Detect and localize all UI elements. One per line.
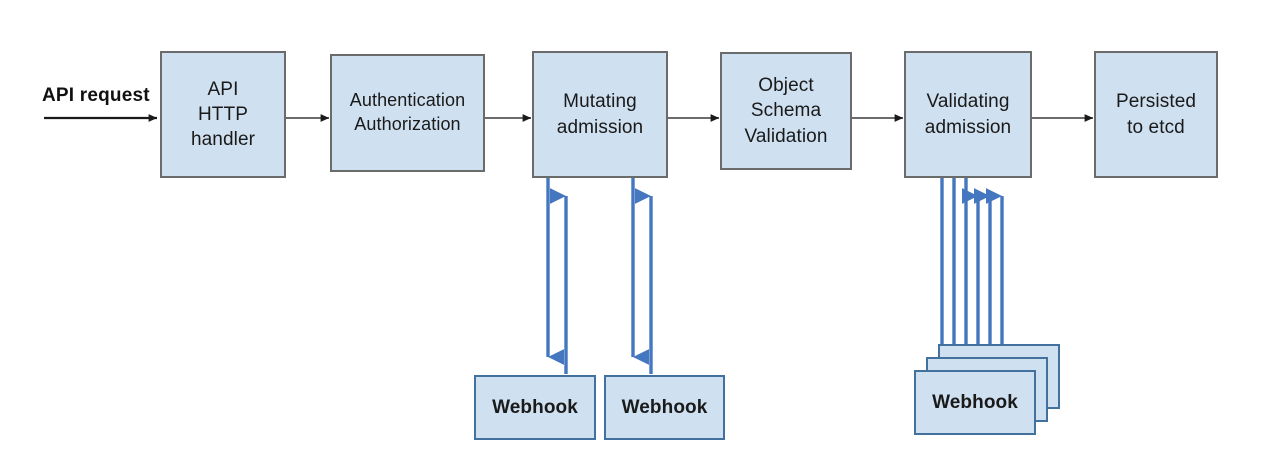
webhook-label: Webhook <box>932 391 1018 413</box>
webhook-label: Webhook <box>621 396 708 418</box>
stage-label: Object Schema Validation <box>744 75 828 147</box>
stage-validating-admission[interactable]: Validating admission <box>904 51 1032 178</box>
api-request-label: API request <box>42 85 150 106</box>
stage-label: Validating admission <box>924 91 1012 138</box>
webhook-validating-front[interactable]: Webhook <box>914 370 1036 435</box>
stage-mutating-admission[interactable]: Mutating admission <box>532 51 668 178</box>
arrows-mutating-webhook-2 <box>631 178 653 374</box>
stage-label: Persisted to etcd <box>1115 91 1197 138</box>
stage-label: Mutating admission <box>556 91 644 138</box>
arrows-mutating-webhook-1 <box>546 178 568 374</box>
webhook-mutating-2[interactable]: Webhook <box>604 375 725 440</box>
webhook-label: Webhook <box>492 396 578 418</box>
stage-authentication-authorization[interactable]: Authentication Authorization <box>330 54 485 172</box>
stage-object-schema-validation[interactable]: Object Schema Validation <box>720 52 852 170</box>
stage-api-http-handler[interactable]: API HTTP handler <box>160 51 286 178</box>
webhook-mutating-1[interactable]: Webhook <box>474 375 596 440</box>
stage-label: Authentication Authorization <box>349 90 466 134</box>
stage-persisted-to-etcd[interactable]: Persisted to etcd <box>1094 51 1218 178</box>
stage-label: API HTTP handler <box>190 78 256 151</box>
